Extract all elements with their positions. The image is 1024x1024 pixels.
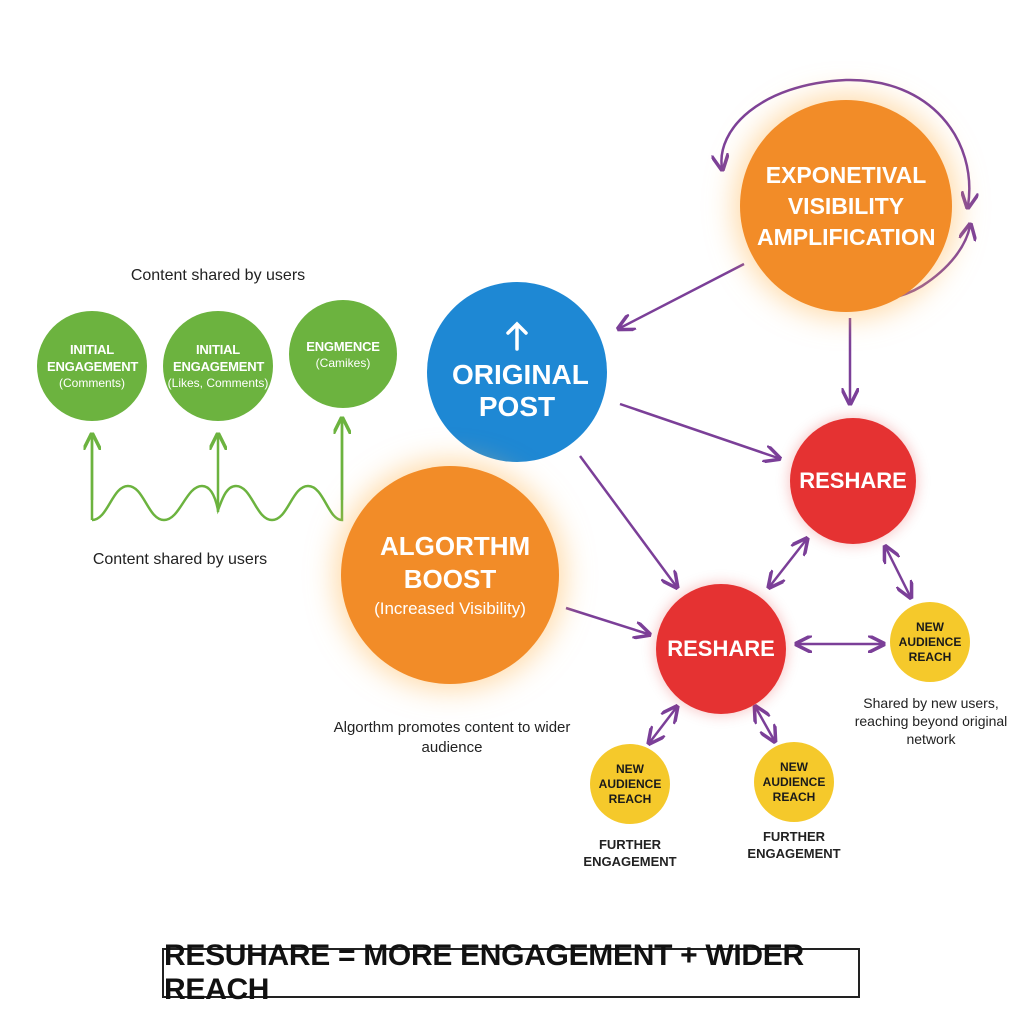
engagement-node-1-title: INITIAL ENGAGEMENT <box>47 342 139 374</box>
amplification-title: EXPONETIVAL VISIBILITY AMPLIFICATION <box>757 161 936 250</box>
audience-left-title: NEW AUDIENCE REACH <box>598 761 662 806</box>
audience-node-right: NEW AUDIENCE REACH <box>890 602 970 682</box>
audience-mid-title: NEW AUDIENCE REACH <box>762 759 826 804</box>
original-post-title: ORIGINAL POST <box>452 359 589 422</box>
reshare-node-mid: RESHARE <box>656 584 786 714</box>
algorithm-caption: Algorthm promotes content to wider audie… <box>333 719 571 756</box>
engagement-node-3: ENGMENCE (Camikes) <box>289 300 397 408</box>
loop-arc-top <box>721 78 969 206</box>
original-post-node: ORIGINAL POST <box>427 282 607 462</box>
summary-formula-text: RESUHARE = MORE ENGAGEMENT + WIDER REACH <box>164 939 804 1006</box>
engagement-node-1-sub: (Comments) <box>58 376 125 390</box>
top-caption: Content shared by users <box>130 267 306 284</box>
arrow-amplification-to-post <box>620 262 745 328</box>
engagement-node-3-title: ENGMENCE <box>306 338 380 354</box>
audience-mid-caption: FURTHER ENGAGEMENT <box>747 829 841 861</box>
arrow-reshare-to-audience-mid <box>756 708 774 740</box>
engagement-node-2-title: INITIAL ENGAGEMENT <box>173 342 265 374</box>
algorithm-sub: (Increased Visibility) <box>374 599 526 618</box>
flow-arrows <box>565 262 910 742</box>
arrow-reshare-to-audience-left <box>650 708 676 742</box>
engagement-node-2: INITIAL ENGAGEMENT (Likes, Comments) <box>163 311 273 421</box>
engagement-node-2-sub: (Likes, Comments) <box>167 376 269 390</box>
audience-right-caption: Shared by new users, reaching beyond ori… <box>854 695 1008 747</box>
reshare-node-top: RESHARE <box>790 418 916 544</box>
arrow-reshare-mid-top <box>770 540 806 586</box>
audience-left-caption: FURTHER ENGAGEMENT <box>583 837 677 869</box>
engagement-node-3-sub: (Camikes) <box>315 355 371 370</box>
audience-node-left: NEW AUDIENCE REACH <box>590 744 670 824</box>
engagement-wave <box>92 420 342 522</box>
summary-formula-box: RESUHARE = MORE ENGAGEMENT + WIDER REACH <box>162 939 860 1006</box>
arrow-post-to-reshare-mid <box>578 455 676 586</box>
arrow-reshare-to-audience-right <box>886 548 910 596</box>
engagement-node-1: INITIAL ENGAGEMENT (Comments) <box>37 311 147 421</box>
amplification-node: EXPONETIVAL VISIBILITY AMPLIFICATION <box>740 100 952 312</box>
audience-right-title: NEW AUDIENCE REACH <box>898 619 962 664</box>
audience-node-mid: NEW AUDIENCE REACH <box>754 742 834 822</box>
reshare-mid-title: RESHARE <box>667 636 775 661</box>
reshare-top-title: RESHARE <box>799 468 907 493</box>
left-caption: Content shared by users <box>92 551 268 568</box>
arrow-post-to-reshare-top <box>619 402 778 458</box>
up-arrow-icon <box>506 321 528 351</box>
arrow-algorithm-to-reshare <box>565 606 648 634</box>
algorithm-node: ALGORTHM BOOST (Increased Visibility) <box>341 466 559 684</box>
algorithm-title: ALGORTHM BOOST <box>380 531 531 594</box>
